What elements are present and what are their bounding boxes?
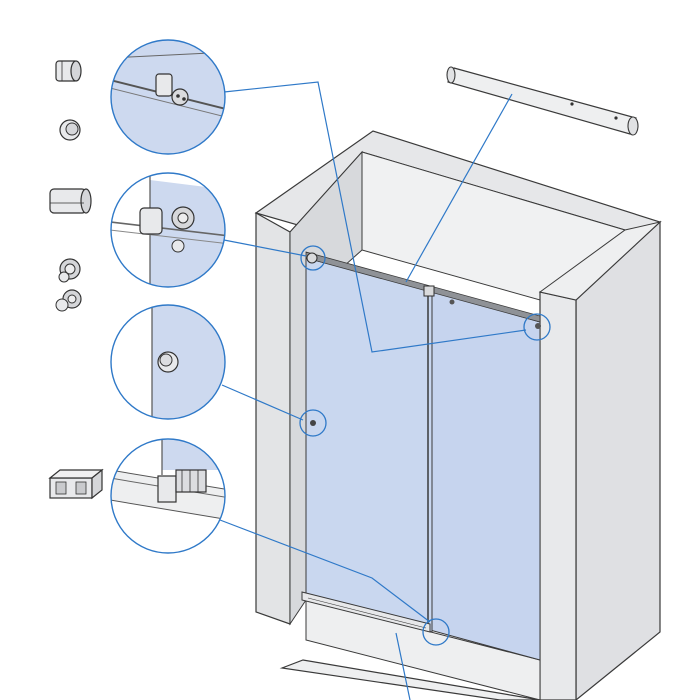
header-rod-end [627,116,639,136]
bottom-guide-rail-line [307,597,427,629]
handle-knob-detail [110,304,226,420]
left-roller [306,252,318,264]
mid-roller-housing [423,285,435,297]
mid-roller [449,299,455,305]
leader-header-rod [405,93,513,283]
glass-knob-icon [59,119,81,141]
floor-threshold [305,599,541,700]
right-pier-side [575,220,661,700]
right-bracket-dot [535,323,541,329]
callout-markers [299,245,551,646]
header-rod-hole [614,116,618,120]
door-roller-pair-icon [55,258,82,312]
bottom-threshold-bar [279,659,541,700]
header-rod-hole [570,102,574,106]
parts-column [48,60,104,500]
callout-leaders [219,81,527,700]
right-pier-top [538,221,662,301]
leader-top-bracket [223,81,527,353]
leader-bottom-guide [219,519,431,623]
marker-bottom-guide [422,618,450,646]
top-bracket-detail [110,39,226,155]
shower-enclosure [254,130,662,700]
fixed-glass-panel [429,289,541,661]
leader-roller [223,239,307,257]
bottom-guide-rail [301,591,431,633]
leader-threshold [395,632,411,700]
left-pier-front [255,211,291,625]
sliding-glass-panel [305,257,433,633]
bottom-guide-icon [48,468,104,500]
bottom-threshold-bar-body [279,659,541,700]
header-rod [446,66,639,136]
header-rod-start [446,66,456,84]
marker-left-roller [300,245,326,271]
roller-detail [110,172,226,288]
marker-right-bracket [523,313,551,341]
roller-housing-icon [49,188,92,214]
bottom-guide-detail [110,438,226,554]
header-rod-body [447,67,637,135]
right-pier-front [539,291,577,700]
marker-handle [299,409,327,437]
wall-bracket-icon [55,60,82,82]
glass-panels [301,251,541,661]
handle-dot [310,420,316,426]
leader-knob [221,384,304,421]
